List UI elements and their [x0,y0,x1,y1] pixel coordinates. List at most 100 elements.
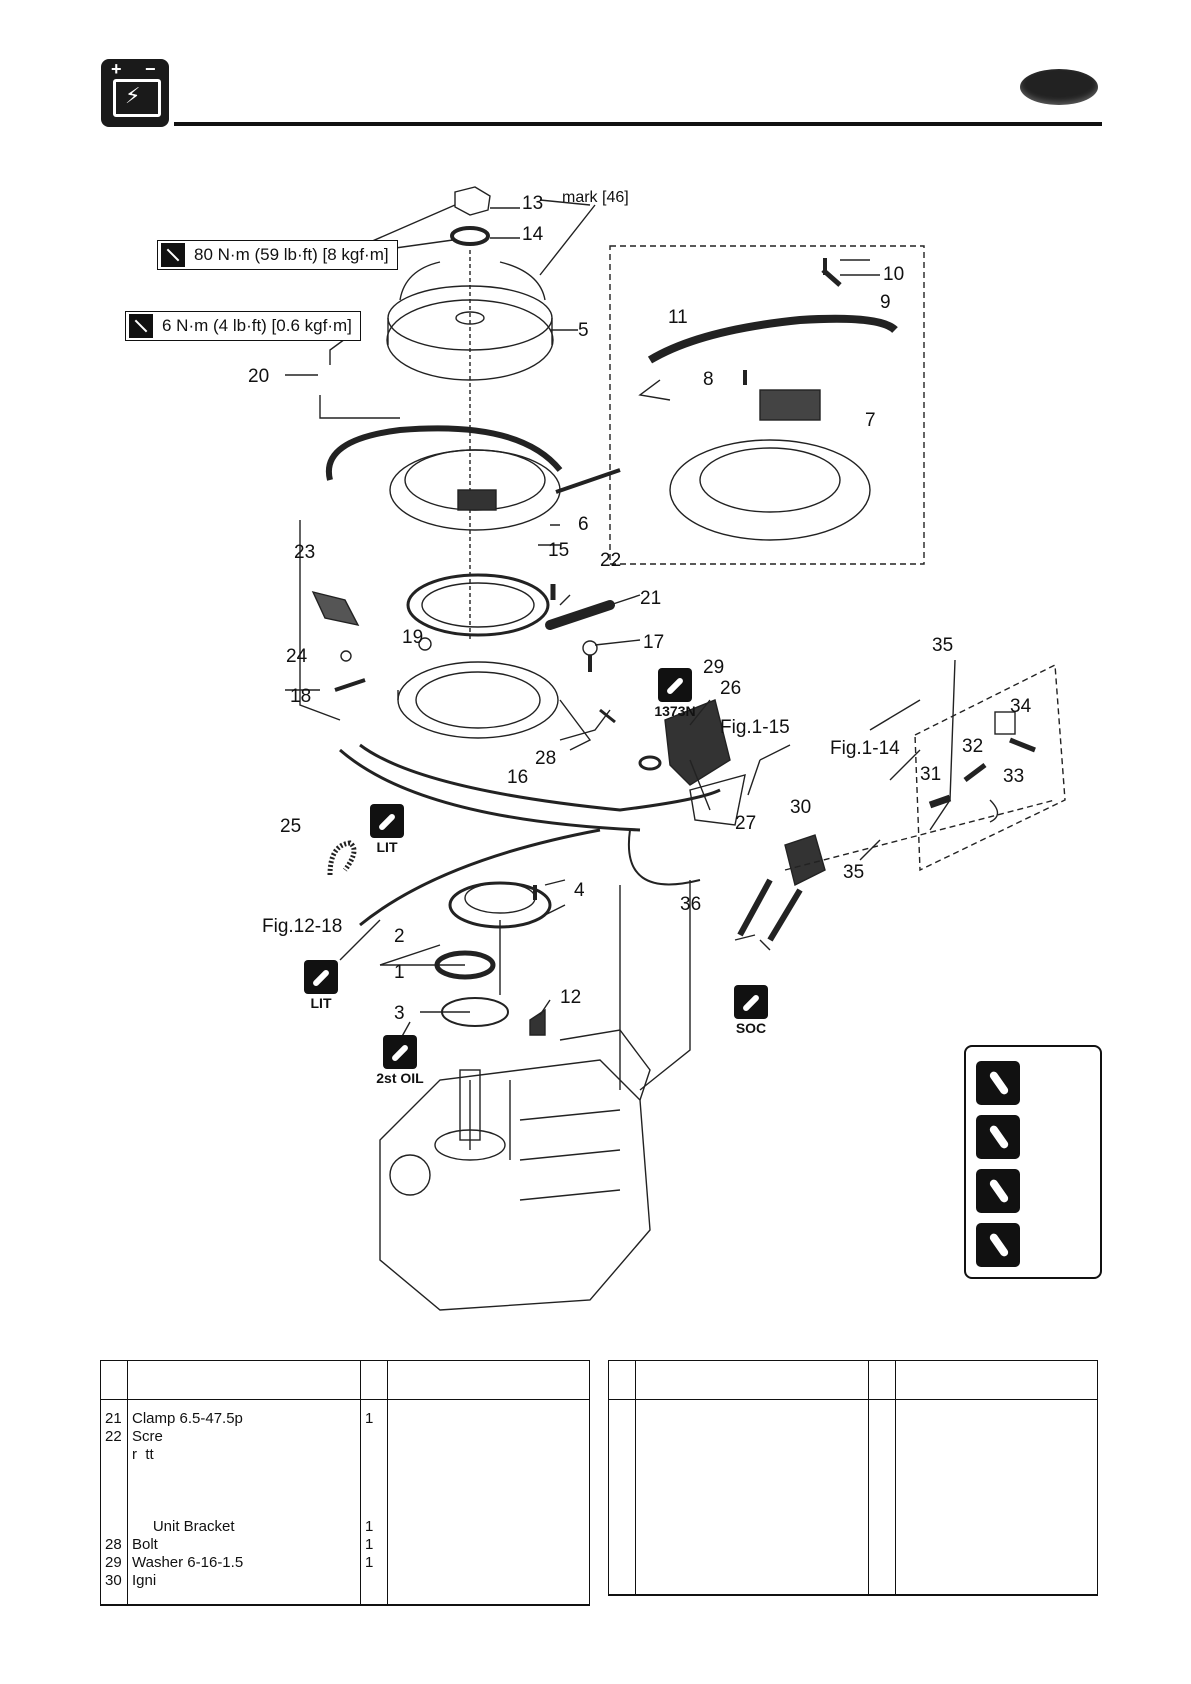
col-remarks-cells [387,1399,590,1606]
table-row: 21 [105,1410,122,1427]
battery-plus-sign: + [111,59,122,79]
mark-label: mark [46] [562,189,629,206]
battery-icon [113,79,161,117]
table-row: 29 [105,1554,122,1571]
callout-20: 20 [248,366,269,387]
badge-lit-lower: LIT [298,960,344,1011]
callout-33: 33 [1003,766,1024,787]
callout-8: 8 [703,369,714,390]
badge-1373n: 1373N [645,668,705,719]
inset-detail-frame [609,245,925,565]
table-row: Clamp 6.5-47.5p [132,1410,243,1427]
charge-coil [457,489,497,511]
callout-1: 1 [394,962,405,983]
parts-table-left: 21 22 28 29 30 Clamp 6.5-47.5p Scre r tt… [100,1360,590,1606]
header-remarks [387,1360,590,1400]
callout-25: 25 [280,816,301,837]
callout-2: 2 [394,926,405,947]
ignition-coil-7 [759,389,821,421]
table-row: 1 [365,1536,374,1553]
table-row [361,1572,387,1590]
table-row [361,1482,387,1500]
table-row: 28 [105,1536,122,1553]
callout-5: 5 [578,320,589,341]
inset-harness-11 [647,314,898,364]
table-row: r tt [132,1446,154,1463]
callout-31: 31 [920,764,941,785]
screw-18 [334,678,366,692]
table-header-row [608,1360,1098,1400]
cdi-bracket-27 [689,774,746,826]
sealant-tube-icon [658,668,692,702]
table-row [128,1482,360,1500]
table-row: 30 [105,1572,122,1589]
pin-17 [582,640,598,656]
callout-21: 21 [640,588,661,609]
callout-34: 34 [1010,696,1032,717]
table-header-row [100,1360,590,1400]
table-row [101,1482,127,1500]
callout-35-top: 35 [932,635,953,656]
table-row [361,1464,387,1482]
callout-6: 6 [578,514,589,535]
col-part-name-cells [635,1399,869,1596]
table-row [128,1464,360,1482]
torque-wrench-icon [161,243,185,267]
callout-27: 27 [735,813,756,834]
callout-3: 3 [394,1003,405,1024]
fig-ref-1-14: Fig.1-14 [830,738,900,759]
callout-7: 7 [865,410,876,431]
nut-19 [418,637,432,651]
table-row [361,1428,387,1446]
collar-15 [406,573,550,637]
fig-ref-1-15: Fig.1-15 [720,717,790,738]
oil-bottle-icon [976,1223,1020,1267]
table-row [101,1464,127,1482]
table-row [361,1446,387,1464]
grease-gun-icon [976,1115,1020,1159]
table-row [101,1446,127,1464]
callout-36: 36 [680,894,701,915]
ignition-coil-30 [784,834,826,887]
callout-17: 17 [643,632,664,653]
callout-22: 22 [600,550,621,571]
clip-32 [963,763,987,782]
table-row [128,1500,360,1518]
badge-2st-oil: 2st OIL [370,1035,430,1086]
table-row [101,1500,127,1518]
callout-26: 26 [720,678,741,699]
callout-18: 18 [290,686,311,707]
header-no [608,1360,636,1400]
inset-pointer-arrow [555,468,621,494]
battery-minus-sign: − [145,59,156,79]
table-row: Scre [132,1428,163,1445]
washer-24 [340,650,352,662]
header-remarks [895,1360,1098,1400]
callout-4: 4 [574,880,585,901]
washer-14 [450,226,490,246]
header-qty [360,1360,388,1400]
grease-gun-icon [370,804,404,838]
table-row: Washer 6-16-1.5 [132,1554,244,1571]
header-no [100,1360,128,1400]
plug-cap-31 [928,794,952,809]
oil-can-icon [383,1035,417,1069]
badge-lit-upper: LIT [364,804,410,855]
lead-33 [989,799,999,823]
col-qty-cells: 1 1 1 1 [360,1399,388,1606]
table-row: Bolt [132,1536,158,1553]
table-row: 1 [365,1554,374,1571]
grease-gun-icon [304,960,338,994]
inset-stator-base [669,439,871,541]
callout-24: 24 [286,646,308,667]
lubricant-legend [964,1045,1102,1279]
wire-25 [327,840,357,876]
stator-harness [325,425,563,481]
callout-14: 14 [522,224,544,245]
oil-can-icon [976,1169,1020,1213]
table-row: 1 [365,1518,374,1535]
stator-base-plate-16 [397,661,559,739]
col-remarks-cells [895,1399,1098,1596]
col-qty-cells [868,1399,896,1596]
callout-15: 15 [548,540,569,561]
